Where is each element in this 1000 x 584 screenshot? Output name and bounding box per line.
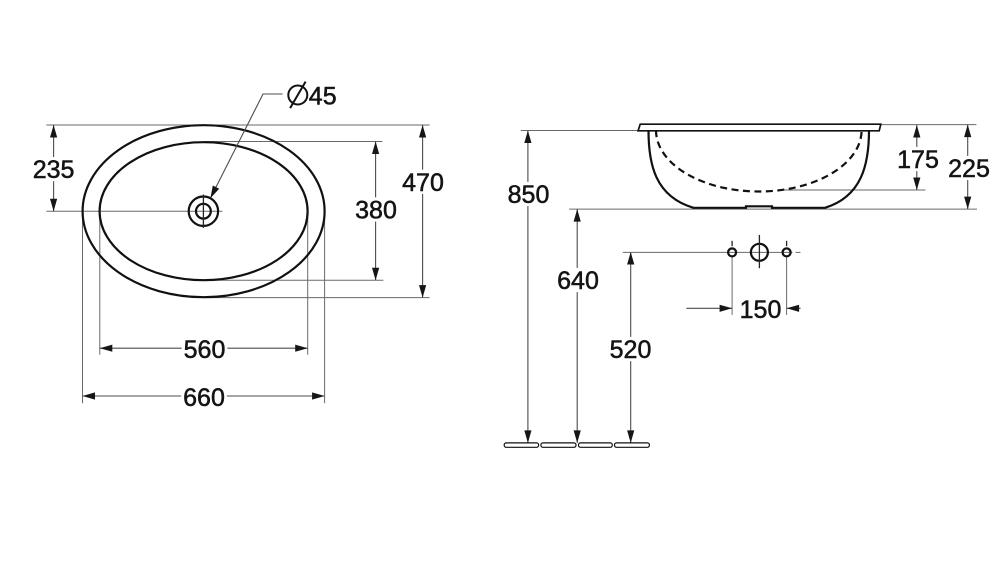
svg-text:470: 470 (402, 169, 444, 197)
svg-text:150: 150 (740, 296, 782, 324)
svg-text:235: 235 (33, 156, 75, 184)
svg-text:850: 850 (508, 181, 550, 209)
svg-text:660: 660 (183, 384, 225, 412)
svg-text:520: 520 (610, 336, 652, 364)
svg-text:175: 175 (897, 146, 939, 174)
svg-text:560: 560 (184, 336, 226, 364)
svg-text:380: 380 (355, 197, 397, 225)
svg-text:45: 45 (309, 82, 337, 110)
svg-text:640: 640 (557, 267, 599, 295)
svg-text:225: 225 (948, 155, 990, 183)
